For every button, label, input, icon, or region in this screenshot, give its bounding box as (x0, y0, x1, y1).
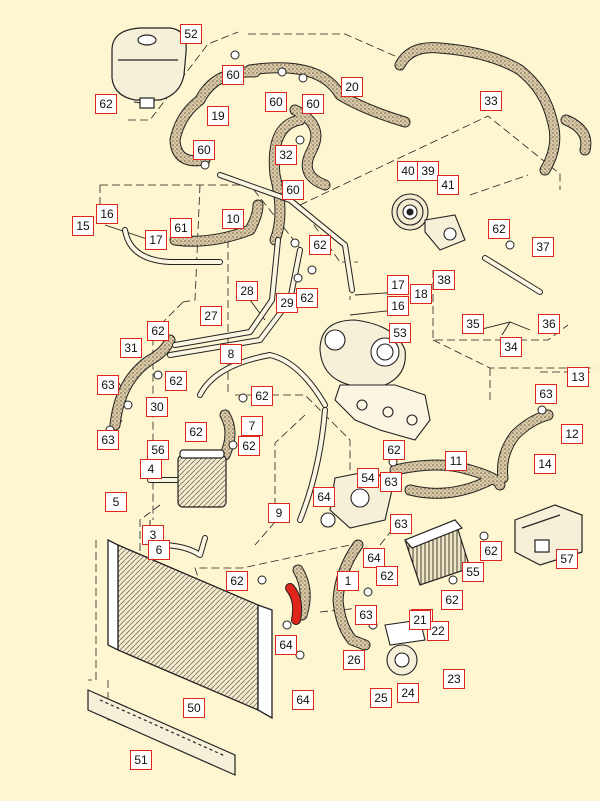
part-label-61[interactable]: 61 (170, 218, 192, 238)
part-label-16[interactable]: 16 (387, 296, 409, 316)
part-label-62[interactable]: 62 (238, 436, 260, 456)
part-label-57[interactable]: 57 (556, 549, 578, 569)
part-label-55[interactable]: 55 (462, 562, 484, 582)
part-label-11[interactable]: 11 (445, 451, 467, 471)
part-label-63[interactable]: 63 (97, 375, 119, 395)
part-label-64[interactable]: 64 (313, 487, 335, 507)
part-label-63[interactable]: 63 (380, 472, 402, 492)
part-label-62[interactable]: 62 (480, 541, 502, 561)
part-label-64[interactable]: 64 (363, 548, 385, 568)
part-label-62[interactable]: 62 (441, 590, 463, 610)
part-label-62[interactable]: 62 (309, 235, 331, 255)
part-label-16[interactable]: 16 (96, 204, 118, 224)
part-label-20[interactable]: 20 (341, 77, 363, 97)
part-label-62[interactable]: 62 (226, 571, 248, 591)
part-label-53[interactable]: 53 (389, 323, 411, 343)
part-label-33[interactable]: 33 (480, 91, 502, 111)
part-label-17[interactable]: 17 (387, 275, 409, 295)
part-label-56[interactable]: 56 (147, 440, 169, 460)
part-label-40[interactable]: 40 (397, 161, 419, 181)
part-label-22[interactable]: 22 (427, 621, 449, 641)
expansion-tank (111, 27, 187, 109)
highlighted-hose (285, 583, 303, 625)
part-label-60[interactable]: 60 (282, 180, 304, 200)
part-label-23[interactable]: 23 (443, 669, 465, 689)
part-label-39[interactable]: 39 (417, 161, 439, 181)
part-label-7[interactable]: 7 (241, 416, 263, 436)
part-label-62[interactable]: 62 (147, 321, 169, 341)
part-label-28[interactable]: 28 (236, 281, 258, 301)
part-label-54[interactable]: 54 (357, 468, 379, 488)
part-label-18[interactable]: 18 (410, 284, 432, 304)
part-label-17[interactable]: 17 (145, 230, 167, 250)
turbocharger (319, 319, 431, 441)
part-label-60[interactable]: 60 (222, 65, 244, 85)
part-label-8[interactable]: 8 (220, 344, 242, 364)
part-label-5[interactable]: 5 (105, 492, 127, 512)
radiator (107, 538, 273, 720)
part-label-37[interactable]: 37 (532, 237, 554, 257)
part-label-15[interactable]: 15 (72, 216, 94, 236)
part-label-52[interactable]: 52 (180, 24, 202, 44)
part-label-36[interactable]: 36 (538, 314, 560, 334)
part-label-60[interactable]: 60 (302, 94, 324, 114)
part-label-27[interactable]: 27 (200, 306, 222, 326)
part-label-62[interactable]: 62 (376, 566, 398, 586)
part-label-38[interactable]: 38 (433, 270, 455, 290)
part-label-14[interactable]: 14 (534, 454, 556, 474)
part-label-41[interactable]: 41 (437, 175, 459, 195)
part-label-62[interactable]: 62 (383, 440, 405, 460)
part-label-62[interactable]: 62 (165, 371, 187, 391)
part-label-32[interactable]: 32 (275, 145, 297, 165)
heater-core (403, 519, 471, 586)
part-label-9[interactable]: 9 (268, 503, 290, 523)
part-label-34[interactable]: 34 (500, 337, 522, 357)
part-label-10[interactable]: 10 (222, 209, 244, 229)
part-label-62[interactable]: 62 (296, 288, 318, 308)
part-label-30[interactable]: 30 (146, 397, 168, 417)
part-label-51[interactable]: 51 (130, 750, 152, 770)
part-label-64[interactable]: 64 (275, 635, 297, 655)
pump-pulley (391, 193, 466, 251)
part-label-35[interactable]: 35 (462, 314, 484, 334)
lock-carrier (87, 689, 236, 776)
part-label-63[interactable]: 63 (535, 384, 557, 404)
part-label-64[interactable]: 64 (292, 690, 314, 710)
part-label-62[interactable]: 62 (251, 386, 273, 406)
part-label-62[interactable]: 62 (95, 94, 117, 114)
part-label-63[interactable]: 63 (355, 605, 377, 625)
part-label-62[interactable]: 62 (185, 422, 207, 442)
part-label-1[interactable]: 1 (337, 571, 359, 591)
part-label-50[interactable]: 50 (183, 698, 205, 718)
part-label-13[interactable]: 13 (567, 367, 589, 387)
part-label-62[interactable]: 62 (488, 219, 510, 239)
part-label-63[interactable]: 63 (390, 514, 412, 534)
part-label-31[interactable]: 31 (120, 338, 142, 358)
part-label-63[interactable]: 63 (97, 430, 119, 450)
part-label-4[interactable]: 4 (140, 459, 162, 479)
part-label-24[interactable]: 24 (397, 683, 419, 703)
part-label-26[interactable]: 26 (343, 650, 365, 670)
part-label-6[interactable]: 6 (148, 540, 170, 560)
part-label-19[interactable]: 19 (207, 106, 229, 126)
part-label-21[interactable]: 21 (409, 610, 431, 630)
coolant-hoses (109, 42, 592, 651)
part-label-60[interactable]: 60 (193, 140, 215, 160)
part-label-25[interactable]: 25 (370, 688, 392, 708)
part-label-60[interactable]: 60 (265, 92, 287, 112)
part-label-29[interactable]: 29 (276, 293, 298, 313)
oil-cooler (177, 449, 227, 508)
part-label-12[interactable]: 12 (561, 424, 583, 444)
